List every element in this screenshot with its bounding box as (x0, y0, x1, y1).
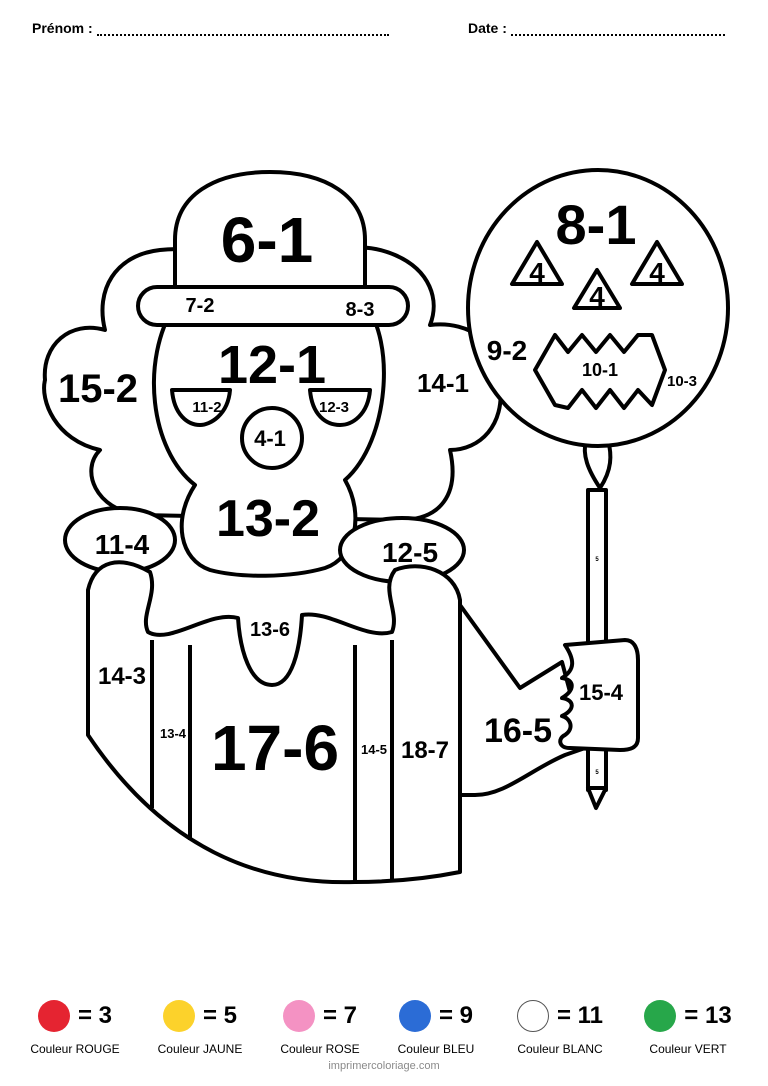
stripe-right-label: 14-5 (361, 742, 387, 757)
eye-right-label: 12-3 (319, 399, 349, 416)
stick-top-label: 5 (595, 557, 599, 563)
blue-swatch (398, 1000, 431, 1032)
balloon-stick-tip (586, 786, 608, 810)
balloon-nose-label: 4 (589, 281, 605, 312)
legend-item-green: = 13 Couleur VERT (628, 996, 748, 1056)
eye-left-label: 11-2 (192, 399, 221, 416)
collar-right-label: 12-5 (382, 537, 438, 568)
stick-bottom-label: 5 (595, 770, 599, 776)
body-left-label: 14-3 (98, 663, 146, 690)
nose-label: 4-1 (254, 426, 286, 451)
name-label: Prénom : (32, 20, 93, 36)
arm-label: 16-5 (484, 712, 552, 750)
name-field: Prénom : (32, 20, 389, 36)
name-dotted-line (96, 20, 389, 36)
balloon-label: 8-1 (556, 193, 637, 256)
hat-band-left-label: 7-2 (186, 295, 215, 317)
hat-region[interactable] (173, 170, 367, 292)
legend-caption: Couleur ROUGE (30, 1042, 120, 1056)
balloon-knot[interactable] (582, 438, 613, 490)
date-label: Date : (468, 20, 507, 36)
legend-item-blue: = 9 Couleur BLEU (376, 996, 496, 1056)
legend-item-yellow: = 5 Couleur JAUNE (140, 996, 260, 1056)
legend-value: = 5 (202, 1002, 238, 1029)
legend-caption: Couleur BLANC (517, 1042, 603, 1056)
collar-left-label: 11-4 (95, 529, 150, 560)
collar-center-label: 13-6 (250, 619, 290, 641)
hair-left-label: 15-2 (58, 367, 138, 411)
hair-right-label: 14-1 (417, 368, 469, 398)
eye-right-region[interactable] (308, 388, 372, 427)
legend-caption: Couleur BLEU (397, 1042, 475, 1056)
balloon-eye-right-label: 4 (649, 257, 665, 288)
legend-value: = 13 (684, 1002, 732, 1029)
mouth-label: 13-2 (216, 490, 320, 548)
red-swatch (37, 1000, 70, 1032)
hat-band-right-label: 8-3 (346, 299, 375, 321)
balloon-mouth-label: 10-1 (582, 360, 618, 380)
nose-region[interactable] (240, 406, 304, 470)
balloon-mouth-region[interactable] (533, 333, 667, 410)
body-center-label: 17-6 (211, 712, 339, 784)
legend-item-red: = 3 Couleur ROUGE (15, 996, 135, 1056)
legend-value: = 7 (322, 1002, 358, 1029)
hand-label: 15-4 (579, 680, 624, 705)
date-field: Date : (468, 20, 725, 36)
balloon-side-left-label: 9-2 (487, 335, 527, 366)
balloon-side-right-label: 10-3 (667, 373, 697, 390)
legend-value: = 3 (77, 1002, 113, 1029)
legend-value: = 9 (438, 1002, 474, 1029)
white-swatch (516, 1000, 549, 1032)
stripe-left-label: 13-4 (160, 726, 187, 741)
hand-region[interactable] (558, 638, 640, 752)
balloon-eye-right-region[interactable] (630, 240, 684, 286)
balloon-eye-left-region[interactable] (510, 240, 564, 286)
legend-item-pink: = 7 Couleur ROSE (260, 996, 380, 1056)
legend-caption: Couleur JAUNE (157, 1042, 243, 1056)
eye-left-region[interactable] (170, 388, 232, 427)
legend-caption: Couleur VERT (649, 1042, 727, 1056)
legend-caption: Couleur ROSE (280, 1042, 360, 1056)
hat-band-region[interactable] (136, 285, 410, 327)
green-swatch (644, 1000, 677, 1032)
body-right-label: 18-7 (401, 737, 449, 764)
pink-swatch (282, 1000, 315, 1032)
legend-item-white: = 11 Couleur BLANC (500, 996, 620, 1056)
site-footer: imprimercoloriage.com (328, 1060, 440, 1072)
date-dotted-line (510, 20, 725, 36)
yellow-swatch (162, 1000, 195, 1032)
forehead-label: 12-1 (218, 335, 326, 395)
hat-label: 6-1 (221, 204, 314, 276)
legend-value: = 11 (556, 1002, 604, 1029)
balloon-eye-left-label: 4 (529, 257, 545, 288)
balloon-nose-region[interactable] (572, 268, 622, 310)
color-legend: = 3 Couleur ROUGE = 5 Couleur JAUNE = 7 … (0, 996, 768, 1066)
